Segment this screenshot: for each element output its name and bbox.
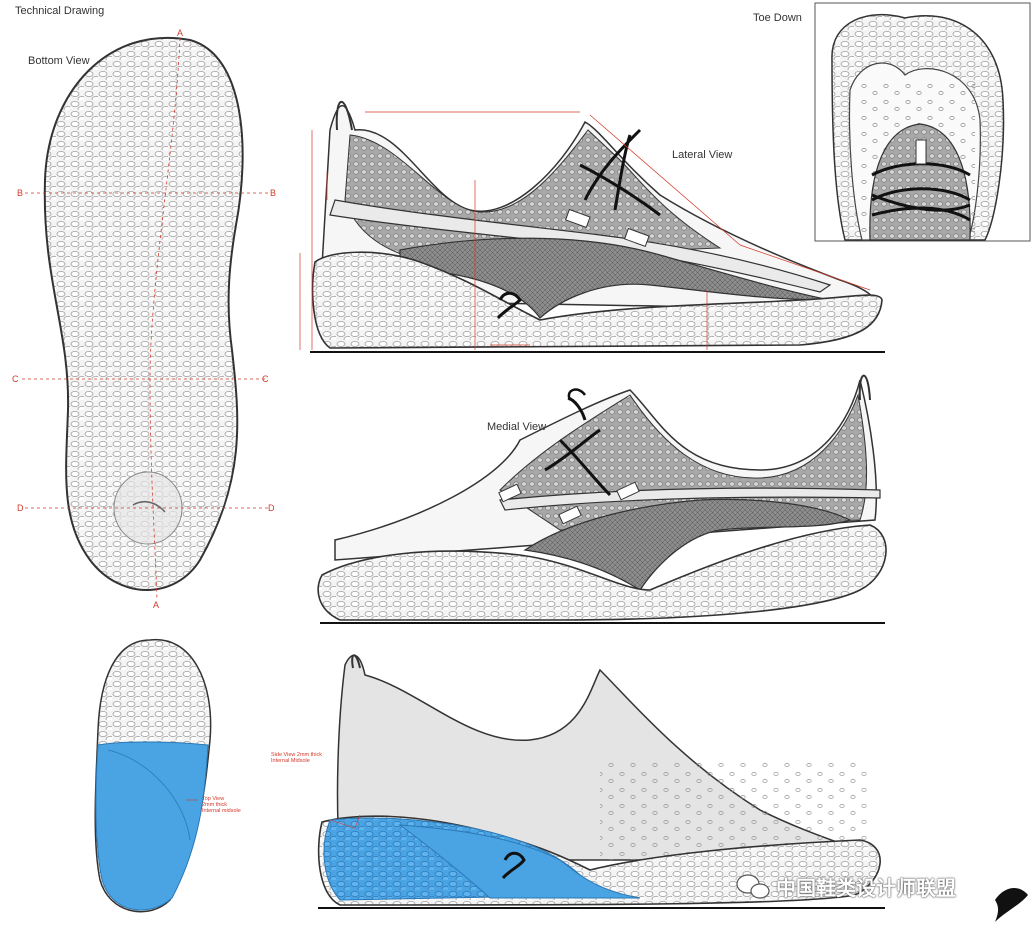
- toe-down-view: [831, 14, 1005, 241]
- lateral-dimension-lines: [299, 111, 871, 350]
- section-marker-c-right: C: [262, 374, 269, 384]
- section-marker-b-right: B: [270, 188, 277, 198]
- top-view-note: Top View 2mm thick Internal midsole: [202, 796, 241, 814]
- section-marker-b-left: B: [17, 188, 24, 198]
- section-marker-d-left: D: [17, 503, 24, 513]
- top-view-insole: [94, 638, 212, 913]
- wechat-icon: [736, 874, 770, 899]
- section-marker-c-left: C: [12, 374, 19, 384]
- side-view-midsole-shoe: [317, 654, 881, 906]
- lateral-view-shoe: [311, 100, 883, 349]
- technical-drawing-title: Technical Drawing: [15, 5, 105, 17]
- section-marker-a-top: A: [177, 28, 184, 38]
- puma-logo-icon: [995, 888, 1028, 922]
- section-marker-a-bottom: A: [153, 600, 160, 610]
- side-view-note: Side View 2mm thick Internal Midsole: [271, 752, 322, 764]
- medial-view-label: Medial View: [487, 421, 547, 433]
- section-lines: [22, 37, 268, 601]
- toe-down-label: Toe Down: [753, 12, 802, 24]
- side-view-note-line2: Internal Midsole: [271, 758, 310, 764]
- side-view-note-line1: Side View 2mm thick: [271, 752, 322, 758]
- bottom-view-outsole: [43, 36, 244, 591]
- top-view-note-line2: 2mm thick: [202, 802, 228, 808]
- lateral-view-label: Lateral View: [672, 149, 733, 161]
- top-view-note-line3: Internal midsole: [202, 808, 241, 814]
- medial-view-shoe: [317, 374, 887, 621]
- watermark-text: 中国鞋类设计师联盟: [776, 878, 956, 900]
- section-marker-d-right: D: [268, 503, 275, 513]
- top-view-note-line1: Top View: [202, 796, 225, 802]
- bottom-view-label: Bottom View: [28, 55, 90, 67]
